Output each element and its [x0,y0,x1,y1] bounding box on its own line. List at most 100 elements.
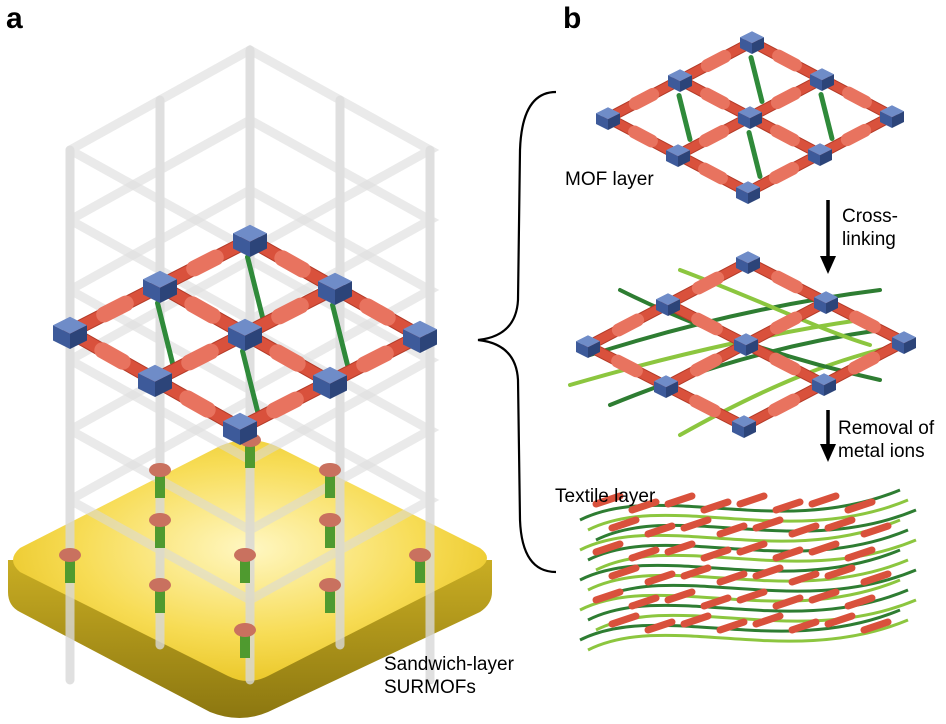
metal-node-left [576,341,588,358]
anchor-head [234,548,256,562]
metal-node-left [810,74,822,91]
anchor-stem [240,555,250,583]
metal-node-right [904,337,916,354]
metal-node-right [335,281,352,305]
textile-linker [608,516,640,532]
textile-linker [700,546,732,562]
textile-linker [824,612,856,628]
metal-node-right [666,381,678,398]
textile-linker [608,564,640,580]
linker-core [689,394,721,418]
textile-linker [788,522,820,538]
pillar-linker [748,55,765,104]
textile-linker [628,546,660,562]
metal-node-left [403,329,420,353]
textile-linker [824,564,856,580]
linker-core [700,87,730,110]
linker-core [628,87,660,111]
metal-node-left [808,149,820,166]
linker-core [274,250,311,278]
crosslinking-label-line2: linking [842,228,896,250]
textile-linker [644,570,676,586]
linker-core [691,271,725,295]
textile-linker [644,618,676,634]
metal-node-right [250,233,267,257]
removal-label-line1: Removal of [838,418,935,439]
ghost-ring [65,254,440,466]
textile-linker [860,618,892,634]
metal-node-left [318,281,335,305]
linker-core [849,310,881,334]
metal-node-left [596,113,608,130]
textile-linker [628,594,660,610]
linker-core [767,393,801,417]
linker-core [769,311,803,335]
metal-node-left [228,327,245,351]
anchor-stem [155,470,165,498]
linker-core [770,86,802,110]
pillar-linker [245,254,265,320]
anchor-stem [415,555,425,583]
removal-arrow [820,410,836,462]
metal-node-left [666,150,678,167]
metal-node-right [820,149,832,166]
anchor-stem [155,520,165,548]
linker-core [356,345,394,373]
metal-node-right [245,327,262,351]
anchor-stem [245,440,255,468]
metal-node-left [734,339,746,356]
textile-linker [752,516,784,532]
linker-core [266,391,304,419]
textile-linker [752,564,784,580]
linker-core [698,124,730,148]
metal-node-right [240,421,257,445]
metal-node-left [740,37,752,54]
textile-linker [772,594,804,610]
metal-node-left [814,297,826,314]
linker-core [186,249,224,277]
linker-core [611,354,643,378]
metal-node-left [313,375,330,399]
linker-core [179,390,216,418]
pillar-linker [155,300,175,366]
textile-linker [860,570,892,586]
anchor-head [149,578,171,592]
highlighted-mof-layer [53,224,437,445]
metal-node-right [822,74,834,91]
textile-linker [788,570,820,586]
metal-node-left [668,75,680,92]
textile-linker [772,546,804,562]
metal-node-right [155,373,172,397]
anchor-head [319,513,341,527]
linker-core [271,297,309,325]
crosslinked-layer-diagram [568,251,916,438]
textile-linker [592,540,624,556]
panel-b-illustration [568,31,917,652]
metal-node-right [746,339,758,356]
textile-linker [736,540,768,556]
textile-linker [716,570,748,586]
textile-linker [628,498,660,514]
metal-node-left [738,112,750,129]
removal-label: Removal of metal ions [838,418,934,464]
linker-core [628,125,658,148]
linker-core [768,161,800,185]
linker-core [700,49,732,73]
linker-core [847,351,881,375]
metal-node-left [138,373,155,397]
textile-linker [844,498,876,514]
textile-strand [595,568,917,602]
metal-node-left [656,299,668,316]
textile-linker [716,522,748,538]
metal-node-left [892,337,904,354]
metal-node-right [752,37,764,54]
textile-strand [587,528,909,562]
textile-linker [608,612,640,628]
textile-linker [808,588,840,604]
metal-node-right [892,111,904,128]
linker-core [689,353,723,377]
crosslinking-arrow [820,200,836,274]
linker-core [840,123,872,147]
metal-node-right [608,113,620,130]
